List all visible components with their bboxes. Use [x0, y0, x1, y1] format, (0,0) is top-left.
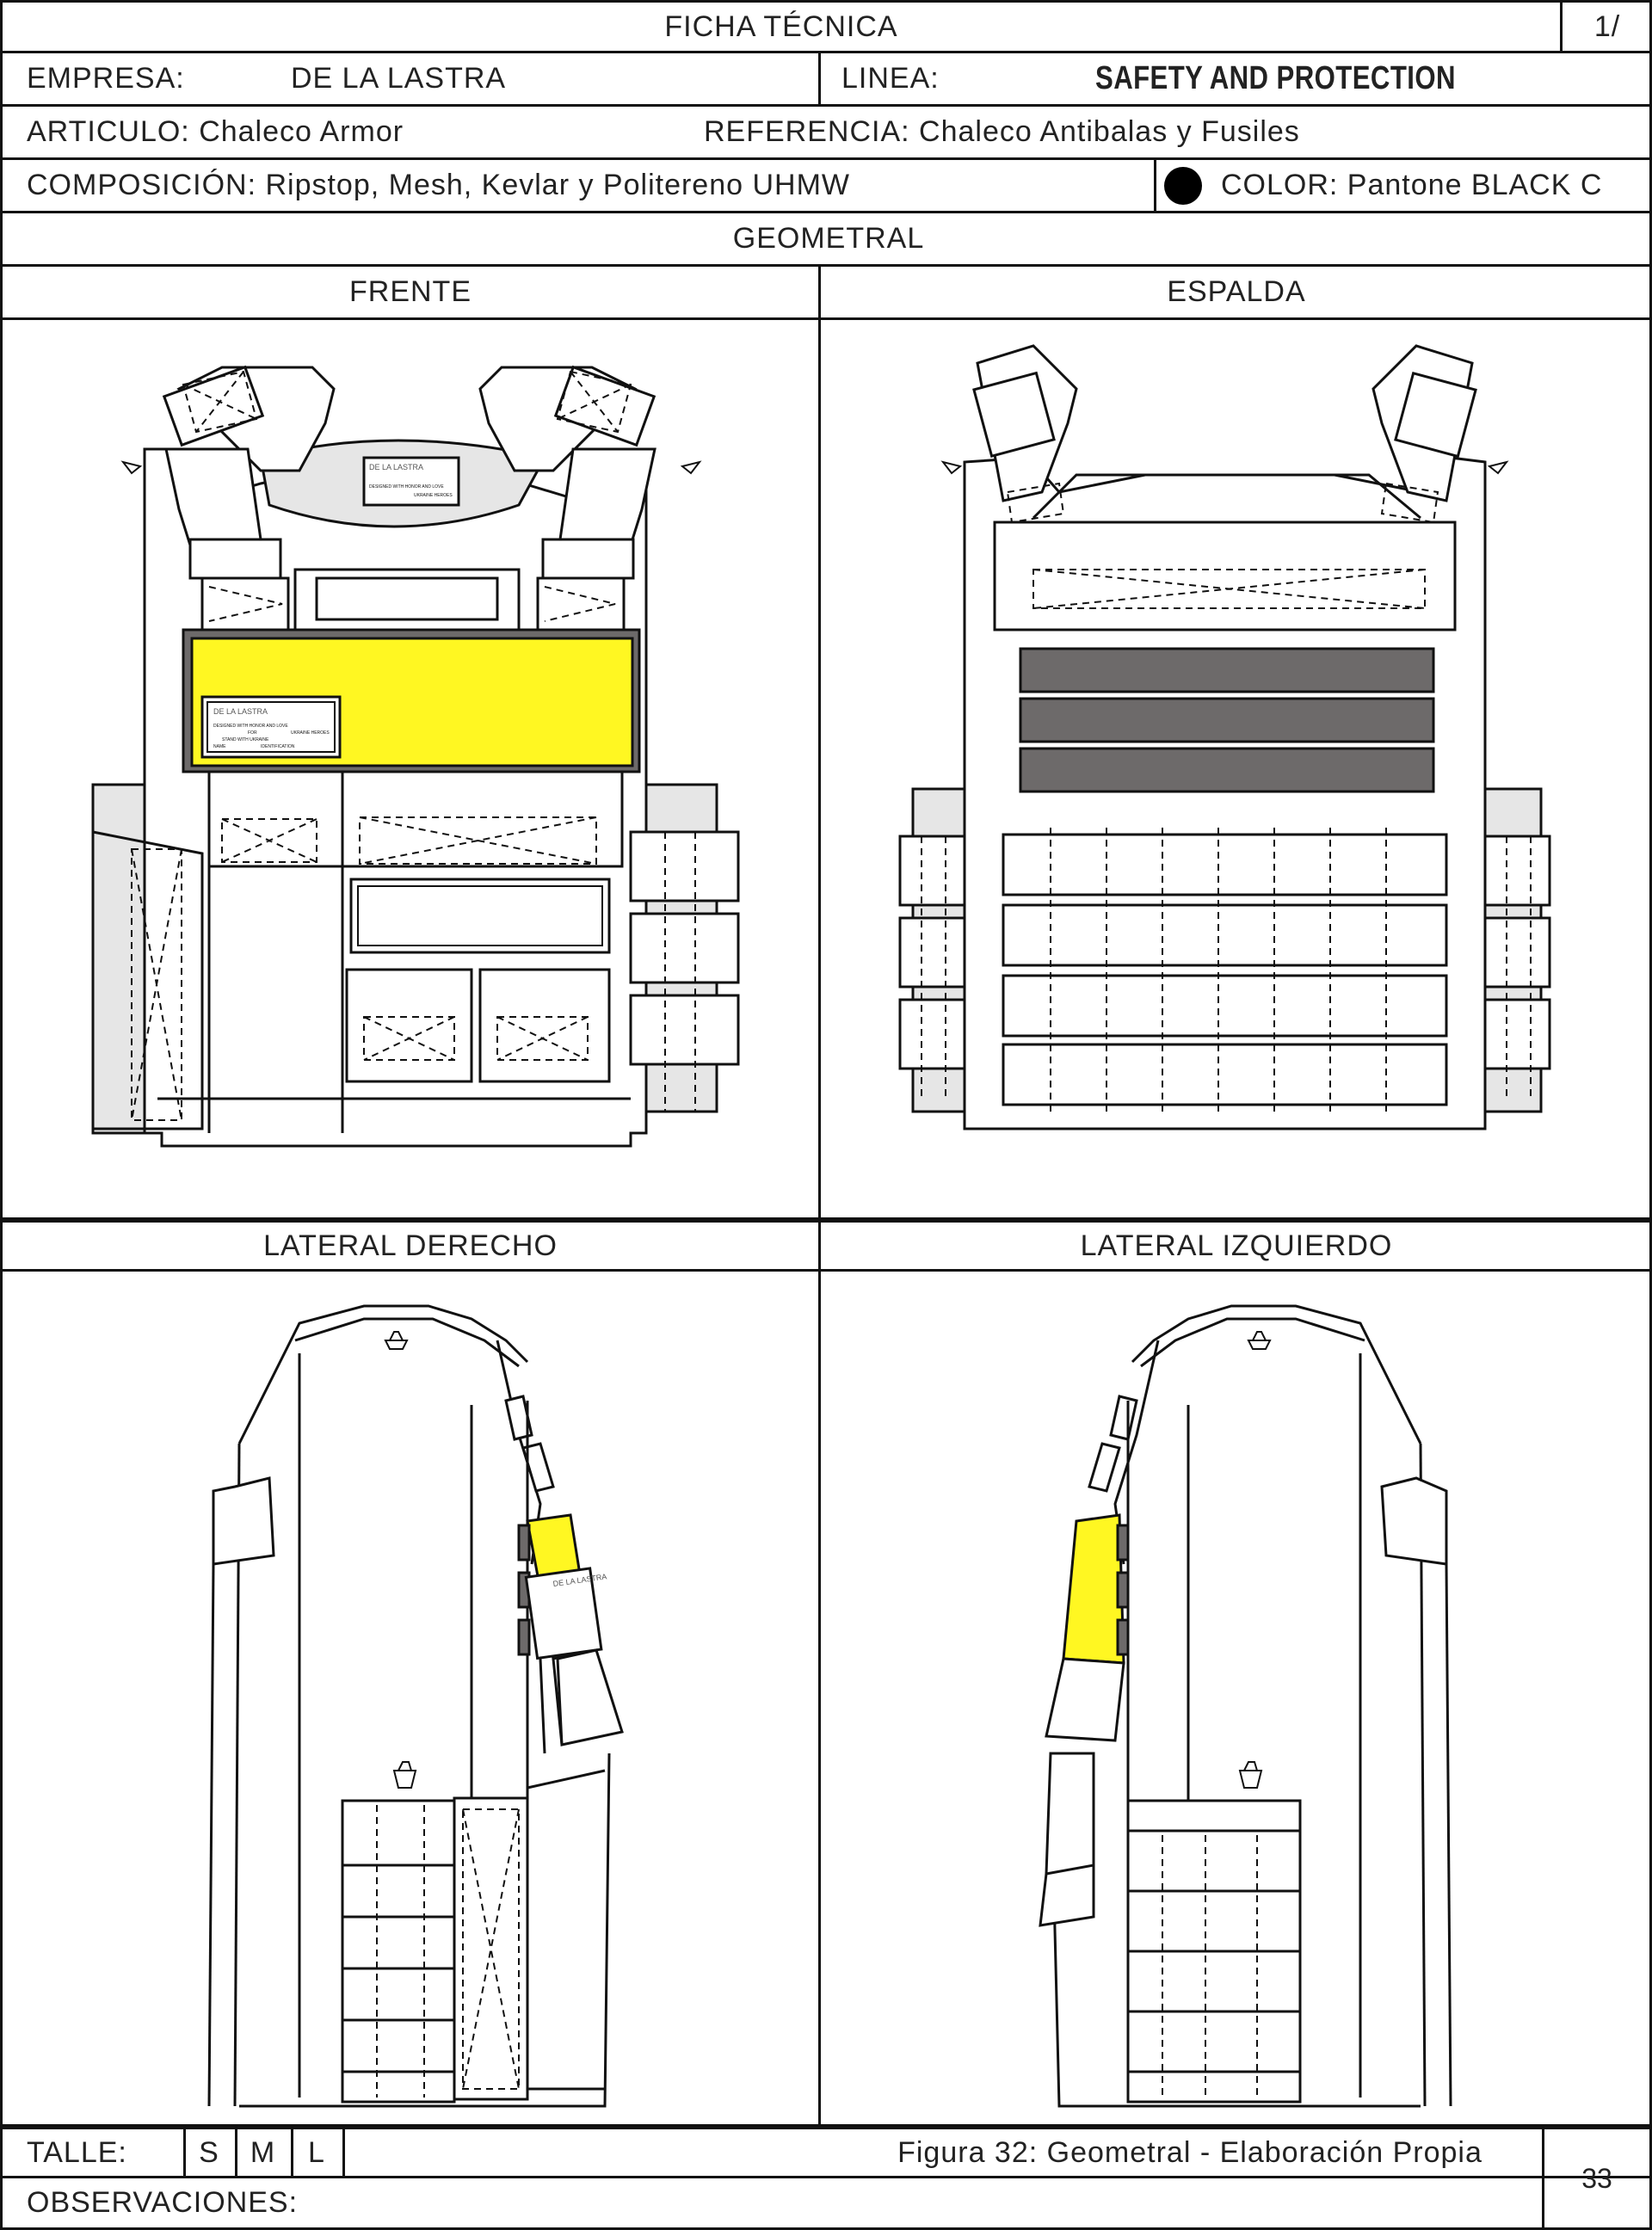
right-side-label: LATERAL DERECHO: [263, 1229, 558, 1262]
back-view-drawing: [818, 320, 1652, 1220]
line-label: LINEA:: [841, 62, 940, 95]
back-label: ESPALDA: [1167, 275, 1306, 308]
figure-caption: Figura 32: Geometral - Elaboración Propi…: [897, 2135, 1482, 2169]
drawings-top: DE LA LASTRA DESIGNED WITH HONOR AND LOV…: [0, 320, 1652, 1220]
observations-label: OBSERVACIONES:: [27, 2186, 299, 2219]
company-row: EMPRESA: DE LA LASTRA LINEA: SAFETY AND …: [0, 53, 1652, 107]
front-patch-line4: STAND WITH UKRAINE: [222, 737, 269, 742]
front-patch-line5: NAME: [213, 744, 226, 749]
front-label: FRENTE: [349, 275, 472, 308]
article-row: ARTICULO: Chaleco Armor REFERENCIA: Chal…: [0, 107, 1652, 160]
size-l[interactable]: L: [308, 2135, 325, 2169]
company-label: EMPRESA:: [27, 62, 185, 95]
drawings-bottom: DE LA LASTRA: [0, 1272, 1652, 2127]
composition-text: COMPOSICIÓN: Ripstop, Mesh, Kevlar y Pol…: [27, 169, 851, 201]
article-text: ARTICULO: Chaleco Armor: [27, 115, 404, 148]
page-number-box: 33: [1542, 2127, 1652, 2230]
company-value: DE LA LASTRA: [291, 62, 507, 95]
right-side-drawing: DE LA LASTRA: [3, 1272, 818, 2127]
collar-label: [362, 456, 460, 507]
sheet-number: 1/: [1593, 9, 1621, 43]
size-m[interactable]: M: [250, 2135, 276, 2169]
left-yellow-panel: [1062, 1513, 1125, 1665]
color-text: COLOR: Pantone BLACK C: [1221, 169, 1603, 201]
composition-row: COMPOSICIÓN: Ripstop, Mesh, Kevlar y Pol…: [0, 160, 1652, 213]
color-swatch: [1164, 166, 1202, 205]
size-row: TALLE: S M L Figura 32: Geometral - Elab…: [0, 2127, 1652, 2178]
left-side-label: LATERAL IZQUIERDO: [1080, 1229, 1393, 1262]
collar-label-line1: DESIGNED WITH HONOR AND LOVE: [369, 484, 444, 490]
header-row: FICHA TÉCNICA 1/: [0, 0, 1652, 53]
left-side-drawing: [818, 1272, 1652, 2127]
sheet-title: FICHA TÉCNICA: [664, 9, 898, 43]
reference-text: REFERENCIA: Chaleco Antibalas y Fusiles: [704, 115, 1300, 148]
color-cell: COLOR: Pantone BLACK C: [1164, 160, 1646, 211]
page-number: 33: [1581, 2162, 1612, 2194]
front-patch-line2: FOR: [248, 730, 257, 736]
front-patch-line1: DESIGNED WITH HONOR AND LOVE: [213, 724, 288, 729]
view-labels-top: FRENTE ESPALDA: [0, 267, 1652, 320]
collar-label-brand: DE LA LASTRA: [369, 463, 423, 471]
collar-label-line3: UKRAINE HEROES: [414, 493, 453, 498]
size-s[interactable]: S: [199, 2135, 219, 2169]
front-patch-line3: UKRAINE HEROES: [291, 730, 330, 736]
view-labels-bottom: LATERAL DERECHO LATERAL IZQUIERDO: [0, 1220, 1652, 1272]
observations-row: OBSERVACIONES:: [0, 2178, 1542, 2230]
front-patch-brand: DE LA LASTRA: [213, 707, 268, 716]
geometral-row: GEOMETRAL: [0, 213, 1652, 267]
size-label: TALLE:: [27, 2135, 127, 2169]
front-patch-line6: IDENTIFICATION: [261, 744, 295, 749]
geometral-title: GEOMETRAL: [732, 222, 925, 255]
front-view-drawing: DE LA LASTRA DESIGNED WITH HONOR AND LOV…: [3, 320, 818, 1220]
line-value: SAFETY AND PROTECTION: [1095, 60, 1456, 96]
